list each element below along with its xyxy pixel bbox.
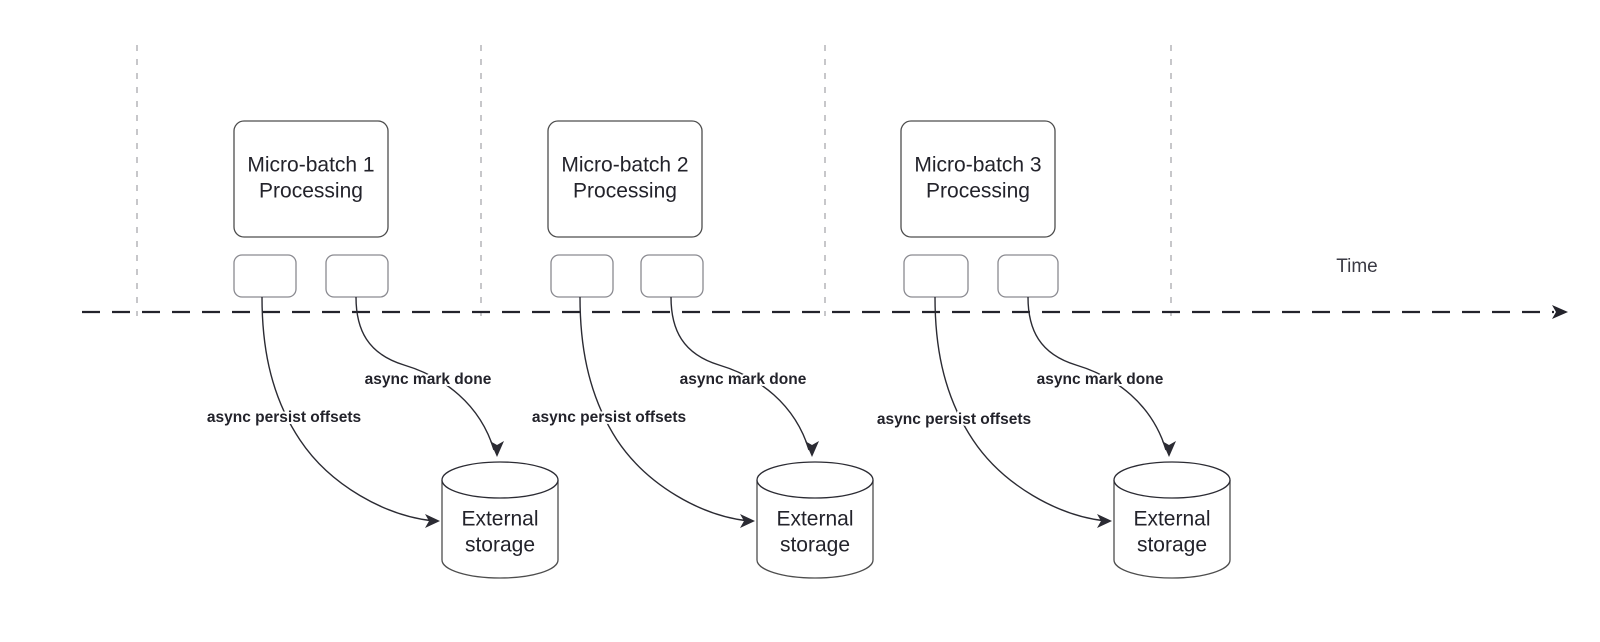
task-box-2-2[interactable]: [640, 254, 704, 298]
flow-2-markdone-label: async mark done: [680, 371, 807, 388]
storage-cylinder-body-2[interactable]: [756, 480, 874, 579]
micro-batch-box-3[interactable]: [900, 120, 1056, 238]
task-box-1-2[interactable]: [325, 254, 389, 298]
flow-1-persist-label-halo: async persist offsets: [207, 409, 361, 426]
storage-label-line1-2: External: [776, 508, 853, 531]
task-box-3-2[interactable]: [997, 254, 1059, 298]
micro-batch-label-line2-1: Processing: [259, 180, 363, 203]
storage-cylinder-body-1[interactable]: [441, 480, 559, 579]
micro-batch-label-line1-3: Micro-batch 3: [914, 154, 1041, 177]
storage-cylinder-body-3[interactable]: [1113, 480, 1231, 579]
timeline-axis-group: Time: [82, 256, 1568, 319]
flow-3-persist-label: async persist offsets: [877, 411, 1031, 428]
flow-2-markdone-arrowhead-icon: [805, 441, 819, 457]
flow-1-markdone-arrowhead-icon: [490, 441, 504, 457]
micro-batch-box-2[interactable]: [547, 120, 703, 238]
flow-3-markdone-label-halo: async mark done: [1037, 371, 1164, 388]
flow-1-persist-label: async persist offsets: [207, 409, 361, 426]
flow-2-persist-arrowhead-icon: [740, 514, 755, 528]
storage-label-line2-3: storage: [1137, 534, 1207, 557]
flow-3-markdone-arrowhead-icon: [1162, 441, 1176, 457]
timeline-label: Time: [1336, 256, 1378, 277]
storage-label-line1-3: External: [1133, 508, 1210, 531]
micro-batch-label-line1-2: Micro-batch 2: [561, 154, 688, 177]
task-box-3-1[interactable]: [903, 254, 969, 298]
flow-2-persist-label: async persist offsets: [532, 409, 686, 426]
storage-cylinder-top-2[interactable]: [756, 461, 874, 499]
flow-2-persist-curve: [579, 296, 750, 522]
flow-1-markdone-curve: [355, 296, 495, 451]
flow-3-persist-arrowhead-icon: [1097, 514, 1112, 528]
flow-3-persist-curve: [934, 296, 1107, 522]
flow-2-markdone-curve: [670, 296, 810, 451]
micro-batch-box-1[interactable]: [233, 120, 389, 238]
flow-1-markdone-label-halo: async mark done: [365, 371, 492, 388]
flow-3-markdone-curve: [1027, 296, 1167, 451]
task-box-2-1[interactable]: [550, 254, 614, 298]
flow-1-persist-curve: [261, 296, 435, 522]
flow-1-persist-arrowhead-icon: [425, 514, 440, 528]
storage-label-line2-2: storage: [780, 534, 850, 557]
micro-batch-label-line1-1: Micro-batch 1: [247, 154, 374, 177]
flow-3-persist-label-halo: async persist offsets: [877, 411, 1031, 428]
storage-label-line1-1: External: [461, 508, 538, 531]
storage-cylinder-top-1[interactable]: [441, 461, 559, 499]
flow-2-markdone-label-halo: async mark done: [680, 371, 807, 388]
storage-label-line2-1: storage: [465, 534, 535, 557]
timeline-guides: [136, 45, 1172, 316]
timeline-arrowhead-icon: [1552, 305, 1568, 319]
flow-labels: async persist offsets async persist offse…: [205, 369, 1166, 430]
flow-2-persist-label-halo: async persist offsets: [532, 409, 686, 426]
storage-cylinder-top-3[interactable]: [1113, 461, 1231, 499]
flow-1-markdone-label: async mark done: [365, 371, 492, 388]
micro-batch-label-line2-3: Processing: [926, 180, 1030, 203]
micro-batch-groups: Micro-batch 1ProcessingExternalstorageMi…: [233, 120, 1231, 579]
task-box-1-1[interactable]: [233, 254, 297, 298]
flow-3-markdone-label: async mark done: [1037, 371, 1164, 388]
micro-batch-label-line2-2: Processing: [573, 180, 677, 203]
